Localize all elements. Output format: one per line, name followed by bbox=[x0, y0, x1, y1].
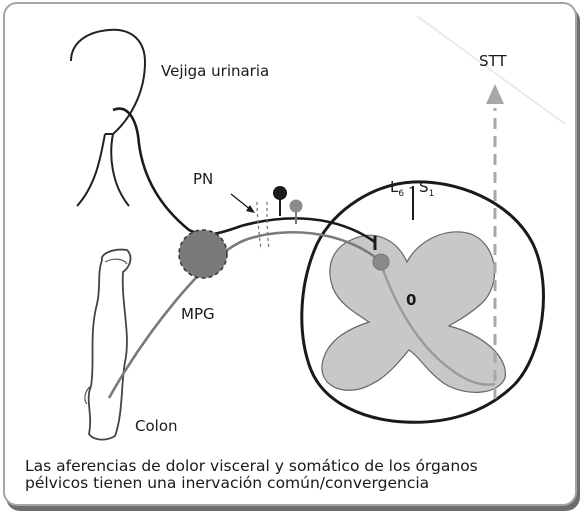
stt-arrowhead bbox=[486, 84, 504, 104]
drg-neuron-gray bbox=[290, 200, 303, 213]
figure-caption: Las aferencias de dolor visceral y somát… bbox=[25, 458, 565, 492]
pn-dashed-left bbox=[257, 202, 261, 250]
level-s-subscript: 1 bbox=[429, 189, 435, 199]
svg-text:L6 - S1: L6 - S1 bbox=[390, 178, 434, 199]
background-line bbox=[417, 16, 565, 124]
pn-label: PN bbox=[193, 170, 213, 188]
stt-label: STT bbox=[479, 52, 507, 70]
central-canal-mark: 0 bbox=[406, 291, 416, 309]
dorsal-horn-neuron bbox=[373, 254, 389, 270]
colon-label: Colon bbox=[135, 417, 178, 435]
pn-pointer-head bbox=[246, 205, 255, 213]
figure-card: 0 Vejiga u bbox=[3, 2, 577, 506]
level-separator: - S bbox=[404, 178, 428, 196]
caption-line-1: Las aferencias de dolor visceral y somát… bbox=[25, 458, 565, 475]
spinal-level-label: L6 - S1 bbox=[390, 178, 434, 199]
caption-line-2: pélvicos tienen una inervación común/con… bbox=[25, 475, 565, 492]
bladder-label: Vejiga urinaria bbox=[161, 62, 269, 80]
pn-pointer bbox=[231, 194, 251, 210]
bladder-shape bbox=[71, 30, 145, 206]
pn-dashed-right bbox=[267, 202, 269, 250]
drg-neuron-dark bbox=[273, 186, 287, 200]
mpg-ganglion bbox=[179, 230, 227, 278]
pelvic-pain-diagram: 0 Vejiga u bbox=[5, 4, 575, 504]
colon-shape bbox=[89, 250, 131, 440]
mpg-label: MPG bbox=[181, 305, 215, 323]
